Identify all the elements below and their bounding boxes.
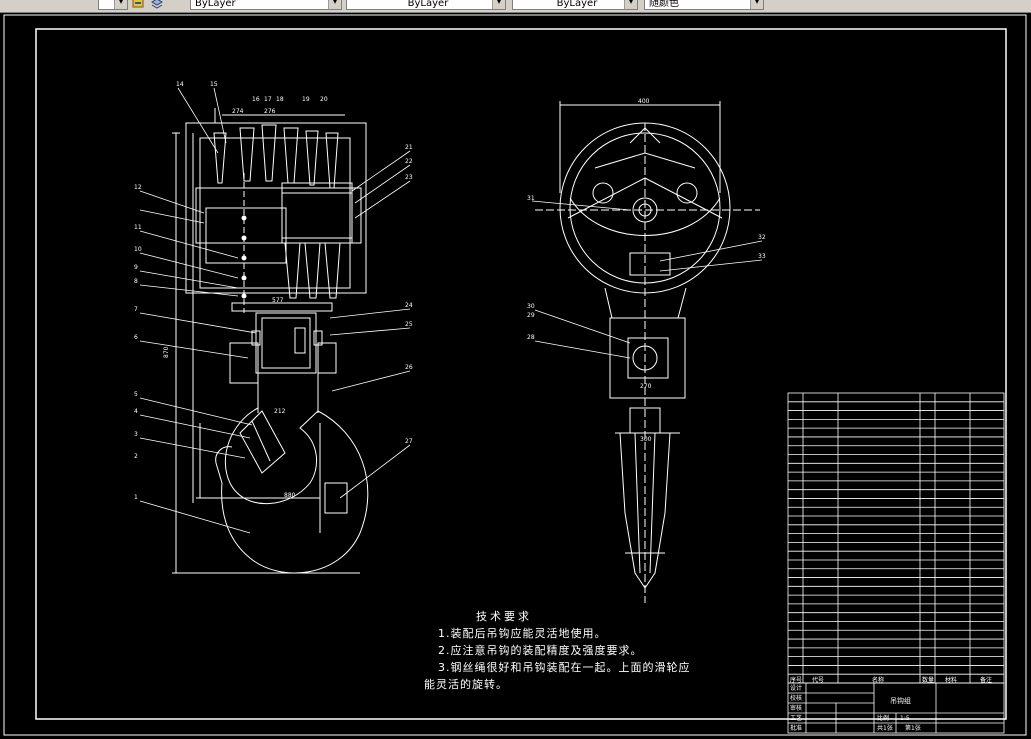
- linetype-combo-value: ByLayer: [407, 0, 449, 9]
- sign-label: 校核: [790, 694, 802, 702]
- parts-header-label: 备注: [980, 676, 992, 684]
- scale-label: 比例: [877, 714, 889, 722]
- parts-header-label: 序号: [790, 676, 802, 684]
- callout-label: 9: [134, 264, 138, 271]
- callout-label: 14: [176, 81, 184, 88]
- callout-label: 15: [210, 81, 218, 88]
- callout-label: 20: [320, 96, 328, 103]
- lineweight-combo-value: ByLayer: [556, 0, 598, 9]
- callout-label: 29: [527, 312, 535, 319]
- parts-list: [787, 392, 1005, 684]
- side-view-leaders: [531, 200, 763, 359]
- layer-dropdown[interactable]: ▾: [98, 0, 128, 10]
- dimension-label: 270: [640, 383, 652, 390]
- callout-label: 11: [134, 224, 142, 231]
- callout-label: 19: [302, 96, 310, 103]
- parts-header-label: 名称: [872, 676, 884, 684]
- chevron-down-icon: ▾: [492, 0, 505, 9]
- chevron-down-icon: ▾: [624, 0, 637, 9]
- parts-header-label: 材料: [945, 676, 957, 684]
- front-view-leaders: [139, 87, 411, 534]
- callout-label: 7: [134, 306, 138, 313]
- dimension-label: 870: [163, 346, 170, 358]
- sheet-count: 共1张: [877, 724, 893, 732]
- layer-dropdown-icon: ▾: [114, 0, 127, 9]
- dimension-label: 276: [264, 108, 276, 115]
- title-block: [787, 682, 1005, 734]
- callout-label: 26: [405, 364, 413, 371]
- front-view-callout-labels: 14 15 12 11 10 9 8 7 6 5 4 3 2 1 16 17 1…: [134, 81, 413, 501]
- sheet-inner-frame: [35, 28, 1007, 720]
- callout-label: 24: [405, 302, 413, 309]
- drawing-canvas[interactable]: 14 15 12 11 10 9 8 7 6 5 4 3 2 1 16 17 1…: [0, 13, 1031, 739]
- callout-label: 30: [527, 303, 535, 310]
- side-view: [535, 101, 760, 603]
- layer-stack-icon[interactable]: [150, 0, 164, 9]
- plotstyle-combo-value: 随颜色: [649, 0, 679, 9]
- callout-label: 33: [758, 253, 766, 260]
- dimension-label: 300: [640, 436, 652, 443]
- title-block-labels: 设计 校核 审核 工艺 批准 吊钩组 比例 1:5 共1张 第1张 序号 代号 …: [790, 676, 992, 732]
- chevron-down-icon: ▾: [328, 0, 341, 9]
- callout-label: 12: [134, 184, 142, 191]
- front-view: [172, 108, 369, 574]
- callout-label: 17: [264, 96, 272, 103]
- dimension-label: 400: [638, 98, 650, 105]
- sign-label: 审核: [790, 704, 802, 712]
- color-combo-value: ByLayer: [195, 0, 236, 9]
- technical-requirements: 技术要求 1.装配后吊钩应能灵活地使用。 2.应注意吊钩的装配精度及强度要求。 …: [420, 608, 720, 693]
- sign-label: 设计: [790, 684, 802, 692]
- tech-req-item: 2.应注意吊钩的装配精度及强度要求。: [438, 644, 643, 657]
- callout-label: 31: [527, 195, 535, 202]
- callout-label: 10: [134, 246, 142, 253]
- color-combo[interactable]: ByLayer ▾: [190, 0, 342, 10]
- callout-label: 21: [405, 144, 413, 151]
- drawing-name: 吊钩组: [890, 696, 911, 705]
- dimension-label: 274: [232, 108, 244, 115]
- callout-label: 25: [405, 321, 413, 328]
- scale-value: 1:5: [900, 715, 910, 722]
- callout-label: 22: [405, 158, 413, 165]
- callout-label: 28: [527, 334, 535, 341]
- linetype-combo[interactable]: ByLayer ▾: [346, 0, 506, 10]
- lineweight-combo[interactable]: ByLayer ▾: [512, 0, 638, 10]
- parts-header-label: 数量: [922, 676, 934, 684]
- callout-label: 4: [134, 408, 138, 415]
- dimension-label: 577: [272, 297, 284, 304]
- callout-label: 6: [134, 334, 138, 341]
- callout-label: 1: [134, 494, 138, 501]
- dimension-label: 212: [274, 408, 286, 415]
- callout-label: 27: [405, 438, 413, 445]
- dimension-label: 880: [284, 492, 296, 499]
- plotstyle-combo[interactable]: 随颜色 ▾: [644, 0, 764, 10]
- tech-req-title: 技术要求: [476, 610, 532, 623]
- callout-label: 8: [134, 278, 138, 285]
- layer-tools-icon[interactable]: [132, 0, 146, 9]
- parts-header-label: 代号: [812, 676, 824, 684]
- sign-label: 工艺: [790, 714, 802, 722]
- chevron-down-icon: ▾: [750, 0, 763, 9]
- sheet-outer-border: [3, 14, 1027, 736]
- tech-req-continuation: 能灵活的旋转。: [424, 678, 508, 691]
- callout-label: 2: [134, 453, 138, 460]
- sheet-number: 第1张: [905, 724, 921, 732]
- callout-label: 16: [252, 96, 260, 103]
- callout-label: 32: [758, 234, 766, 241]
- sign-label: 批准: [790, 724, 802, 732]
- properties-toolbar: ▾ ByLayer ▾ ByLayer ▾ ByLayer ▾ 随颜色 ▾: [0, 0, 1031, 13]
- callout-label: 23: [405, 174, 413, 181]
- callout-label: 5: [134, 391, 138, 398]
- tech-req-item: 1.装配后吊钩应能灵活地使用。: [438, 627, 607, 640]
- tech-req-item: 3.钢丝绳很好和吊钩装配在一起。上面的滑轮应: [438, 661, 691, 674]
- callout-label: 3: [134, 431, 138, 438]
- side-view-callout-labels: 31 32 33 30 28 29 400 270 300: [527, 98, 766, 443]
- callout-label: 18: [276, 96, 284, 103]
